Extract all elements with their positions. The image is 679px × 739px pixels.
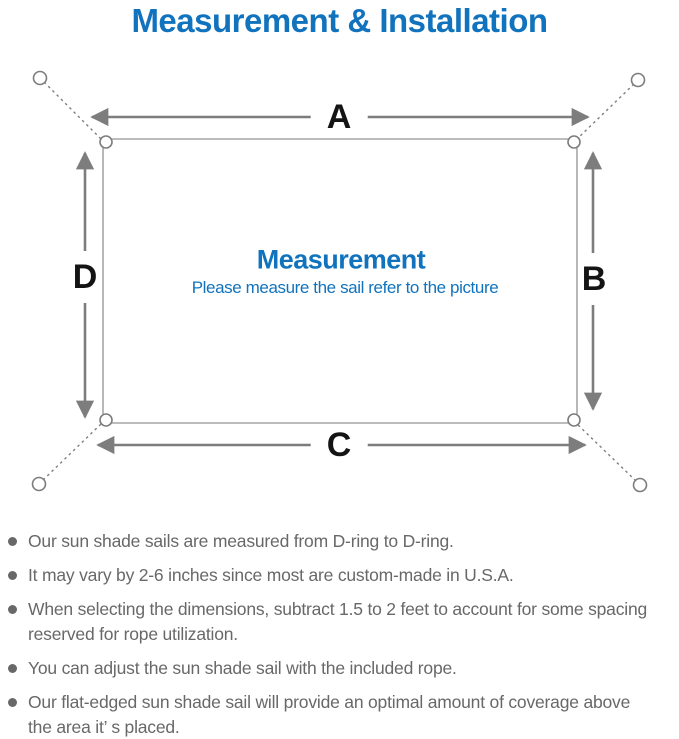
note-text: When selecting the dimensions, subtract … [28, 599, 648, 619]
side-b-label: B [578, 253, 610, 305]
note-item: You can adjust the sun shade sail with t… [8, 656, 677, 681]
anchor-ring-bottom-left [31, 476, 47, 492]
side-c-label: C [310, 428, 368, 462]
anchor-ring-top-left [32, 70, 48, 86]
bullet-icon [8, 571, 17, 580]
d-ring-top-left [99, 135, 113, 149]
note-text: Our sun shade sails are measured from D-… [28, 531, 454, 551]
note-text: It may vary by 2-6 inches since most are… [28, 565, 514, 585]
anchor-ring-top-right [630, 72, 646, 88]
side-a-label: A [310, 100, 368, 134]
d-ring-bottom-right [567, 413, 581, 427]
page-title: Measurement & Installation [131, 2, 548, 39]
anchor-ring-bottom-right [632, 477, 648, 493]
notes-list: Our sun shade sails are measured from D-… [8, 529, 677, 739]
sail-outline [102, 138, 578, 424]
d-ring-bottom-left [99, 413, 113, 427]
diagram-center-subtitle: Please measure the sail refer to the pic… [191, 278, 499, 297]
note-text: the area it’ s placed. [28, 717, 180, 737]
note-item: When selecting the dimensions, subtract … [8, 597, 677, 647]
guy-line-top-right [576, 83, 635, 140]
note-text: reserved for rope utilization. [28, 624, 238, 644]
diagram-center-title: Measurement [256, 244, 426, 275]
note-text: Our flat-edged sun shade sail will provi… [28, 692, 631, 712]
guy-line-bottom-right [576, 423, 637, 482]
bullet-icon [8, 664, 17, 673]
d-ring-top-right [567, 135, 581, 149]
bullet-icon [8, 698, 17, 707]
bullet-icon [8, 605, 17, 614]
side-d-label: D [69, 251, 101, 303]
note-text: You can adjust the sun shade sail with t… [28, 658, 457, 678]
guy-line-top-left [43, 81, 102, 140]
note-item: Our flat-edged sun shade sail will provi… [8, 690, 677, 739]
note-item: Our sun shade sails are measured from D-… [8, 529, 677, 554]
note-item: It may vary by 2-6 inches since most are… [8, 563, 677, 588]
bullet-icon [8, 537, 17, 546]
guy-line-bottom-left [42, 423, 102, 481]
